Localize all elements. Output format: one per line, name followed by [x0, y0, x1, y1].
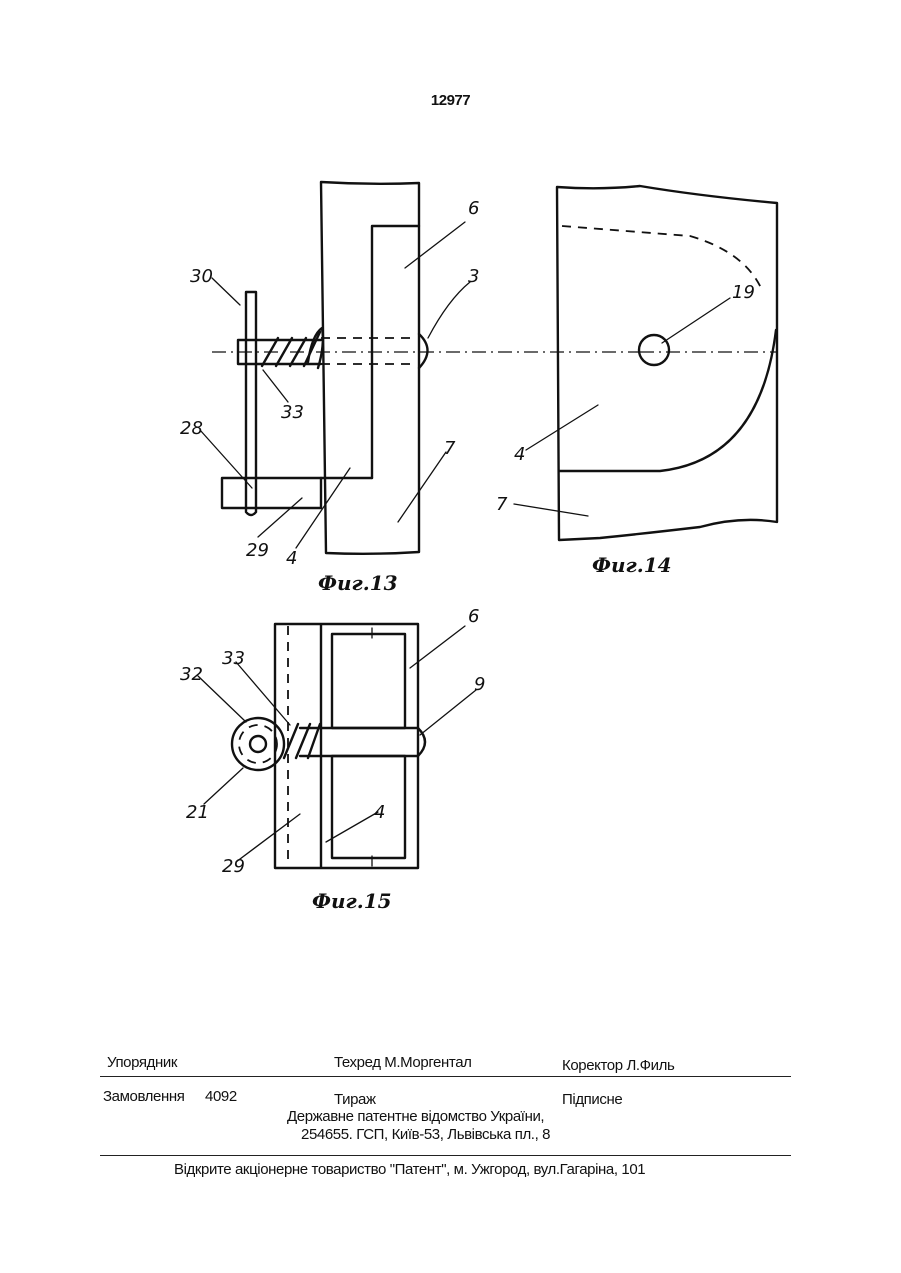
- fig15-label-32: 32: [180, 664, 203, 685]
- compiler-label: Упорядник: [107, 1054, 177, 1071]
- fig13-label-3: 3: [468, 266, 479, 287]
- office-name: Державне патентне відомство України,: [287, 1108, 544, 1125]
- fig14-body: [557, 186, 777, 540]
- fig13-rod: [246, 292, 256, 515]
- fig13-label-33: 33: [281, 402, 304, 423]
- fig15-label-6: 6: [468, 606, 479, 627]
- fig13-label-29: 29: [246, 540, 269, 561]
- order-label: Замовлення: [103, 1088, 184, 1105]
- techred-label: Техред М.Моргентал: [334, 1054, 471, 1071]
- fig15-lower-window: [332, 756, 405, 858]
- fig15-label-4: 4: [374, 802, 385, 823]
- fig14-label-19: 19: [732, 282, 755, 303]
- fig13-label-30: 30: [190, 266, 213, 287]
- signed-label: Підписне: [562, 1091, 622, 1108]
- fig13-label-4: 4: [286, 548, 297, 569]
- fig15-label-9: 9: [474, 674, 485, 695]
- fig14-hole-19: [639, 335, 669, 365]
- fig13-hidden-pin: [321, 338, 415, 364]
- fig15-label-33: 33: [222, 648, 245, 669]
- corrector-label: Коректор Л.Филь: [562, 1057, 674, 1074]
- divider-bottom: [100, 1155, 791, 1156]
- fig14-label-7: 7: [496, 494, 508, 515]
- fig15-upper-window: [332, 634, 405, 728]
- patent-drawings: 30 6 3 33 28 7 29 4 Фиг.13 19 4 7 Фиг.14: [0, 0, 901, 1000]
- fig13-leader: [212, 278, 240, 305]
- fig15-frame: [275, 624, 418, 868]
- fig15-label-21: 21: [186, 802, 209, 823]
- fig13-label-7: 7: [444, 438, 456, 459]
- fig13-label-6: 6: [468, 198, 479, 219]
- fig14-caption: Фиг.14: [592, 553, 672, 577]
- fig13-beam: [321, 182, 419, 554]
- fig13-label-28: 28: [180, 418, 203, 439]
- figure-13: 30 6 3 33 28 7 29 4 Фиг.13: [180, 182, 640, 595]
- fig15-caption: Фиг.15: [312, 889, 392, 913]
- fig14-profile-4: [559, 330, 776, 471]
- fig13-caption: Фиг.13: [318, 571, 398, 595]
- fig13-arm: [222, 478, 321, 508]
- fig15-wheel-hub: [250, 736, 266, 752]
- office-address: 254655. ГСП, Київ-53, Львівська пл., 8: [301, 1126, 550, 1143]
- publisher-line: Відкрите акціонерне товариство "Патент",…: [174, 1161, 645, 1178]
- divider-top: [100, 1076, 791, 1077]
- fig14-label-4: 4: [514, 444, 525, 465]
- figure-15: 6 32 33 9 21 4 29 Фиг.15: [180, 606, 485, 913]
- figure-14: 19 4 7 Фиг.14: [496, 186, 778, 577]
- fig15-label-29: 29: [222, 856, 245, 877]
- circulation-label: Тираж: [334, 1091, 376, 1108]
- fig14-hidden-contour: [562, 226, 762, 290]
- fig13-spring-end: [308, 328, 323, 368]
- fig13-head: [419, 334, 428, 368]
- order-number: 4092: [205, 1088, 237, 1105]
